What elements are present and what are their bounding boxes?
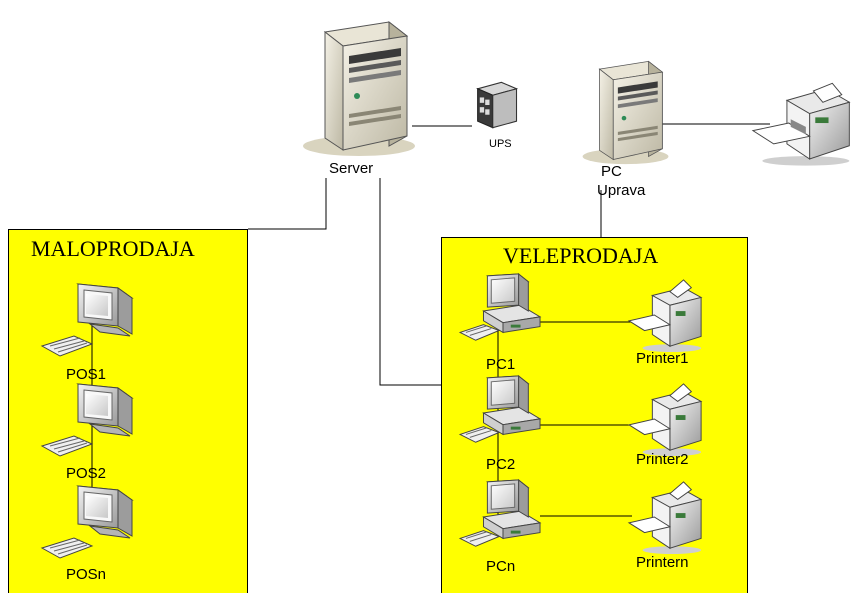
pcn-label: PCn (486, 558, 516, 575)
printer1-label: Printer1 (636, 350, 689, 367)
pos1-label: POS1 (66, 366, 107, 383)
link-server-wholesale (379, 178, 441, 386)
pc1-icon[interactable] (458, 272, 546, 350)
server-label: Server (329, 160, 374, 177)
ups-label: UPS (489, 138, 512, 150)
laser-printer-icon[interactable] (751, 69, 854, 179)
printer2-label: Printer2 (636, 451, 689, 468)
pos2-label: POS2 (66, 465, 107, 482)
desktop-tower-icon[interactable] (578, 58, 670, 166)
posn-label: POSn (66, 566, 107, 583)
printer1-icon[interactable] (626, 276, 706, 354)
link-server-retail (248, 178, 327, 230)
pc-uprava-label-line1: PC (601, 163, 622, 180)
printern-label: Printern (636, 554, 689, 571)
ups-icon[interactable] (469, 78, 523, 132)
wholesale-zone-title: VELEPRODAJA (503, 243, 659, 268)
pcn-icon[interactable] (458, 478, 546, 556)
pc1-label: PC1 (486, 356, 516, 373)
printer2-icon[interactable] (626, 380, 706, 458)
pc-uprava-label-line2: Uprava (597, 182, 646, 199)
printern-icon[interactable] (626, 478, 706, 556)
retail-zone-title: MALOPRODAJA (31, 236, 195, 261)
posn-workstation-icon[interactable] (40, 480, 140, 570)
pos1-workstation-icon[interactable] (40, 278, 140, 368)
pos2-workstation-icon[interactable] (40, 378, 140, 468)
pc2-label: PC2 (486, 456, 516, 473)
server-tower-icon[interactable] (296, 18, 418, 158)
pc2-icon[interactable] (458, 374, 546, 452)
